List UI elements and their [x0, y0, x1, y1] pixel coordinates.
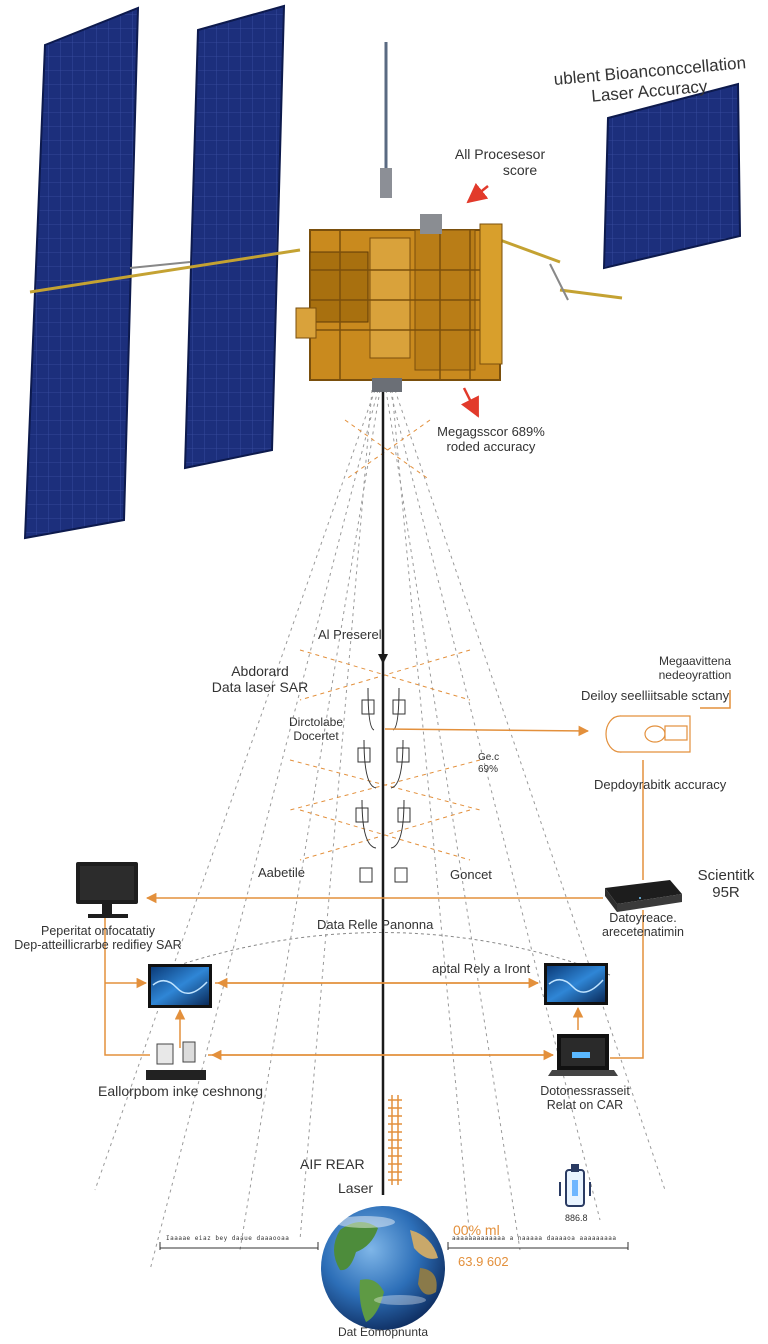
earth-caption: Dat Eomopnunta — [337, 1325, 429, 1339]
eallorpbom-label: Eallorpbom inke ceshnong — [98, 1083, 263, 1099]
router-device-icon — [605, 880, 682, 912]
mega-right-line1: Megaavittena — [658, 654, 732, 668]
aboard-label: Abdorard Data laser SAR — [200, 663, 320, 695]
box-label: 886.8 — [565, 1213, 588, 1223]
data-relle-label: Data Relle Panonna — [317, 917, 434, 932]
mega-accuracy-line1: Megagsscor 689% — [437, 424, 545, 439]
orange-crosshatch — [289, 419, 481, 861]
aptal-relay-label: aptal Rely a Iront — [432, 961, 531, 976]
small-mid-line1: Ge.c — [478, 752, 500, 763]
abetile-label: Aabetile — [258, 865, 305, 880]
ai-preserel-label: Al Preserel — [318, 627, 382, 642]
relay-arc — [149, 932, 611, 976]
satellite-bus — [295, 214, 503, 392]
wave-screen-left — [148, 964, 212, 1008]
goncet-label: Goncet — [450, 867, 492, 882]
small-mid-line2: 69% — [478, 763, 499, 775]
scientific-label: Scientitk 95R — [686, 867, 766, 902]
laptop-icon — [548, 1034, 618, 1076]
keyboard-icon — [146, 1041, 206, 1080]
dotone-line1: Dotonessrasseit — [540, 1084, 630, 1098]
aboard-line1: Abdorard — [231, 663, 289, 679]
mega-accuracy-label: Megagsscor 689% roded accuracy — [436, 424, 546, 455]
orange-connectors — [104, 690, 731, 1061]
datoy-line1: Datoyreace. — [609, 911, 677, 925]
right-scale-text: aaaaaaaaaaaaa a naaaaa daaaaoa aaaaaaaaa — [452, 1235, 617, 1242]
perpetual-label: Peperitat onfocatatiy Dep-atteillicrarbe… — [0, 924, 198, 953]
arrow-to-accuracy — [461, 387, 480, 418]
arrow-to-processor — [466, 182, 489, 204]
aif-rear-label: AIF REAR — [300, 1156, 365, 1172]
dotone-line2: Relat on CAR — [546, 1098, 624, 1113]
deploy-satellite-label: Deiloy seelliitsable sctany — [581, 688, 730, 703]
wave-screen-right — [544, 963, 608, 1005]
antenna-mast — [380, 42, 392, 198]
ai-processor-label: All Procesesor score — [440, 146, 560, 178]
sensor-module-icon — [605, 715, 691, 753]
perpetual-line1: Peperitat onfocatatiy — [41, 924, 155, 938]
dirc-line2: Docertet — [293, 728, 339, 743]
solar-array-right — [602, 82, 742, 270]
orange-tick-column — [388, 1095, 402, 1185]
dirc-line1: Dirctolabe — [288, 715, 344, 729]
datoy-line2: arecetenatimin — [602, 925, 684, 940]
left-scale-text: Iaaaae eiaz bey daaue daaaooaa — [166, 1235, 290, 1242]
scientific-line2: 95R — [712, 884, 740, 902]
small-mid-label: Ge.c 69% — [478, 752, 499, 775]
laser-label: Laser — [338, 1180, 374, 1196]
number-bottom-label: 63.9 602 — [458, 1254, 509, 1269]
datoy-label: Datoyreace. arecetenatimin — [588, 911, 698, 940]
monitor-icon — [76, 862, 138, 918]
dirc-label: Dirctolabe Docertet — [276, 715, 356, 744]
mega-accuracy-line2: roded accuracy — [446, 438, 536, 454]
percent-ml-label: 00% ml — [453, 1222, 500, 1238]
scientific-line1: Scientitk — [697, 867, 755, 884]
dashed-fan-lines — [94, 389, 666, 1271]
solar-array-left — [23, 4, 286, 540]
mega-right-label: Megaavittena nedeoyrattion — [640, 654, 750, 683]
deploy-accuracy-label: Depdoyrabitk accuracy — [594, 777, 727, 792]
scale-baseline — [159, 1242, 629, 1250]
ai-processor-line1: All Procesesor — [454, 146, 546, 162]
ai-processor-line2: score — [502, 162, 538, 179]
aboard-line2: Data laser SAR — [211, 679, 309, 696]
solar-booms — [29, 238, 623, 300]
mega-right-line2: nedeoyrattion — [658, 667, 732, 682]
container-icon — [559, 1164, 591, 1207]
earth-globe-icon — [321, 1206, 445, 1330]
perpetual-line2: Dep-atteillicrarbe redifiey SAR — [14, 938, 182, 953]
dotone-label: Dotonessrasseit Relat on CAR — [530, 1084, 640, 1113]
node-chain — [355, 687, 411, 883]
